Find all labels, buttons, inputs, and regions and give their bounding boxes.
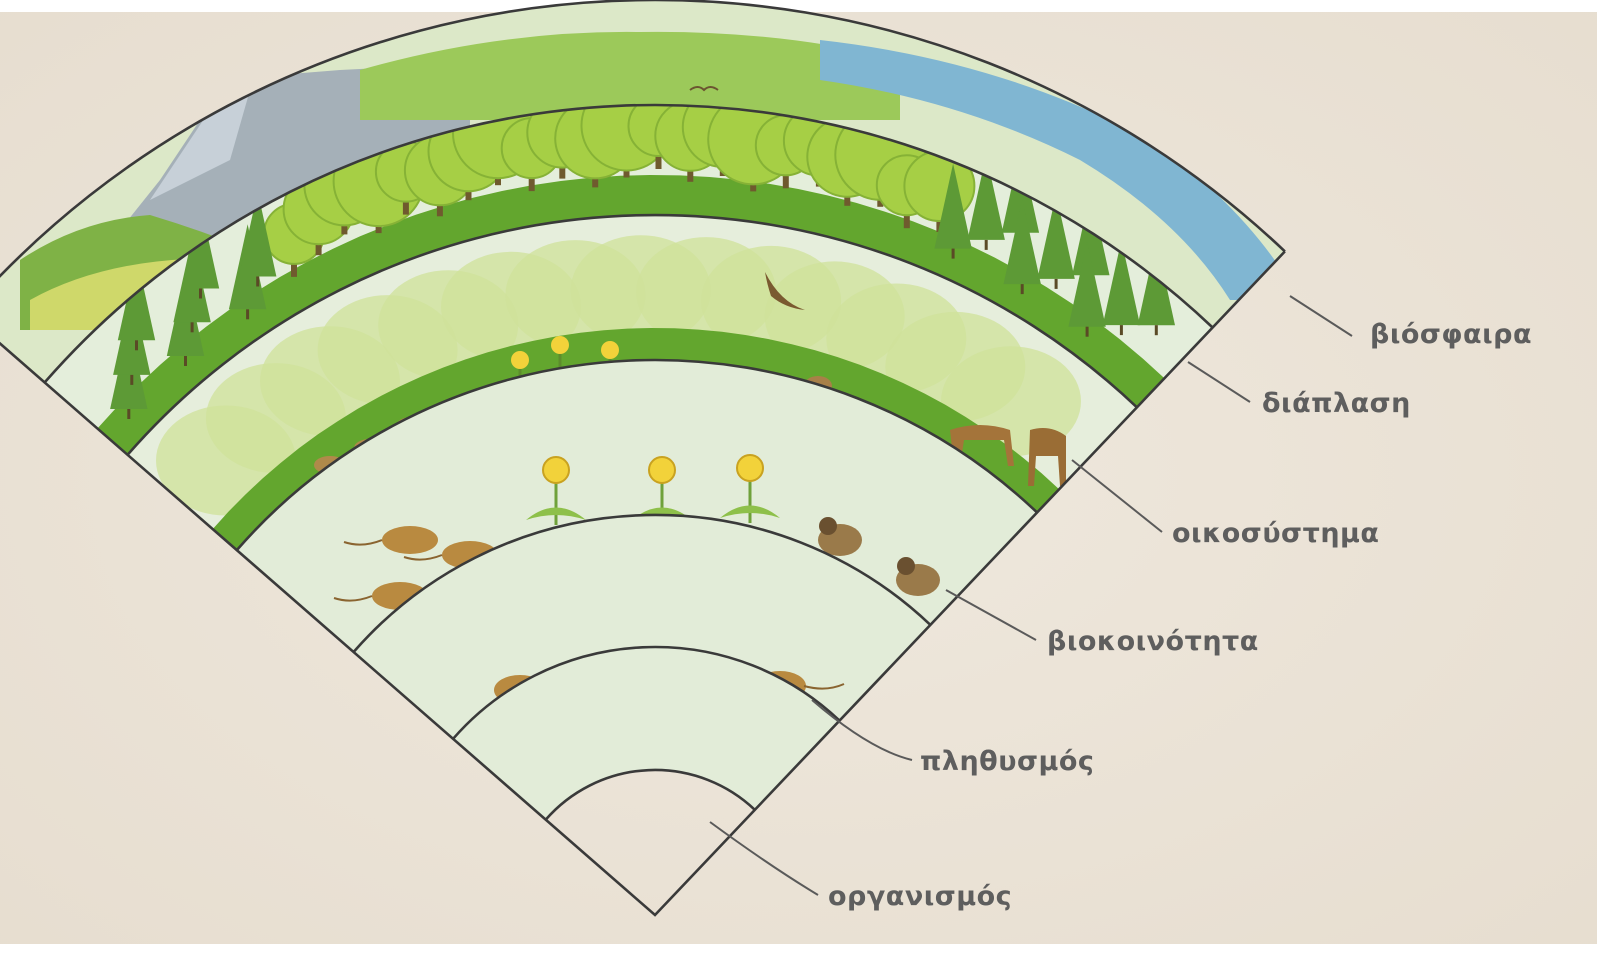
conifer-trunk xyxy=(1021,284,1024,294)
dandelion-head xyxy=(649,457,675,483)
conifer-trunk xyxy=(1055,279,1058,289)
conifer-trunk xyxy=(952,249,955,259)
conifer-trunk xyxy=(246,309,249,319)
conifer-trunk xyxy=(191,322,194,332)
conifer-trunk xyxy=(135,340,138,350)
sparrow-head xyxy=(819,517,837,535)
bottom-border xyxy=(0,944,1597,957)
label-ecosystem: οικοσύστημα xyxy=(1172,518,1379,549)
conifer-trunk xyxy=(127,409,130,419)
label-biosphere: βιόσφαιρα xyxy=(1370,319,1532,350)
dandelion-head xyxy=(543,457,569,483)
flower-head xyxy=(551,336,569,354)
conifer-trunk xyxy=(1120,325,1123,335)
conifer-trunk xyxy=(1155,325,1158,335)
conifer-trunk xyxy=(184,356,187,366)
label-landscape: διάπλαση xyxy=(1262,388,1411,419)
label-organism: οργανισμός xyxy=(828,881,1012,912)
conifer-trunk xyxy=(985,240,988,250)
sparrow-head xyxy=(897,557,915,575)
flower-head xyxy=(601,341,619,359)
dandelion-head xyxy=(737,455,763,481)
conifer-trunk xyxy=(256,277,259,287)
conifer-trunk xyxy=(130,375,133,385)
flower-head xyxy=(511,351,529,369)
label-community: βιοκοινότητα xyxy=(1047,626,1259,657)
conifer-trunk xyxy=(1086,327,1089,337)
conifer-trunk xyxy=(199,289,202,299)
label-population: πληθυσμός xyxy=(920,746,1094,777)
mouse-icon xyxy=(382,526,438,554)
